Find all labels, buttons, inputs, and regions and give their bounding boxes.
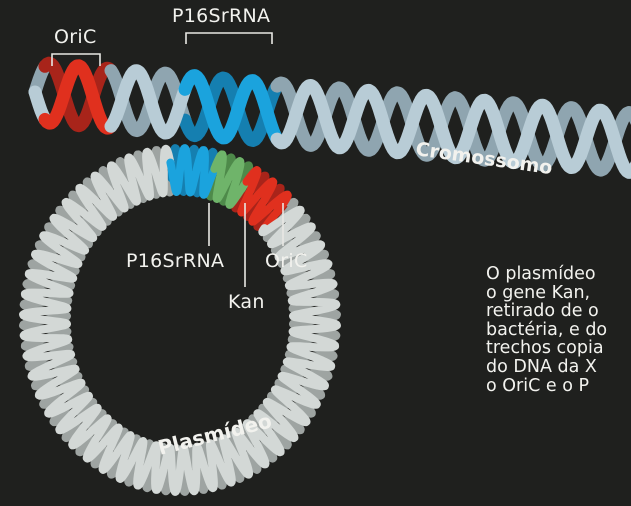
caption-line: bactéria, e do bbox=[486, 321, 631, 340]
p16-top-label: P16SrRNA bbox=[172, 5, 270, 27]
kan-label: Kan bbox=[228, 291, 265, 313]
caption-line: o OriC e o P bbox=[486, 377, 631, 396]
caption-line: retirado de o bbox=[486, 302, 631, 321]
oric-plasmid-label: OriC bbox=[265, 250, 308, 272]
caption-line: do DNA da X bbox=[486, 358, 631, 377]
caption-line: trechos copia bbox=[486, 339, 631, 358]
p16-top-bracket bbox=[186, 33, 272, 44]
caption-line: O plasmídeo bbox=[486, 265, 631, 284]
oric-top-label: OriC bbox=[54, 26, 97, 48]
p16-plasmid-label: P16SrRNA bbox=[126, 250, 224, 272]
caption-text: O plasmídeo o gene Kan, retirado de o ba… bbox=[486, 265, 631, 395]
caption-line: o gene Kan, bbox=[486, 284, 631, 303]
